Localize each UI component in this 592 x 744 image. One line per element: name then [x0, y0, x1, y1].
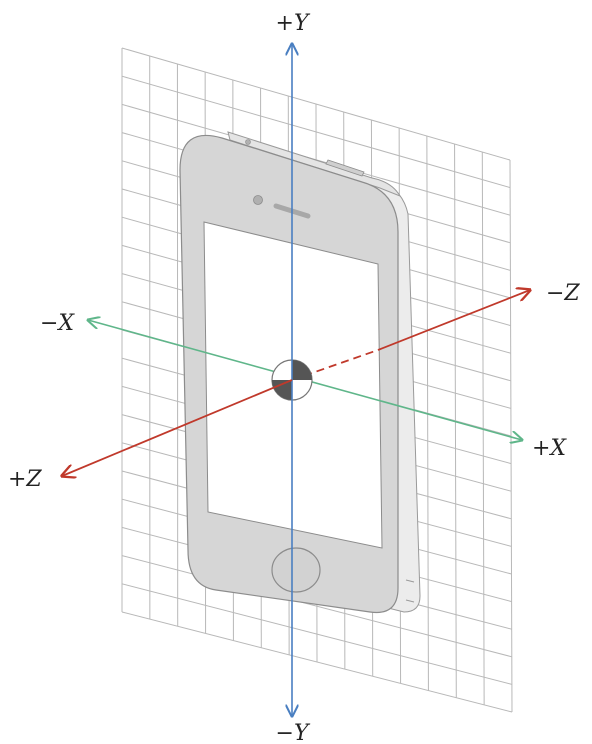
- grid-line-horizontal: [121, 583, 513, 685]
- grid-line-horizontal: [121, 75, 511, 189]
- front-camera: [253, 195, 263, 205]
- power-button: [325, 159, 365, 177]
- label-y-negative: −Y: [276, 721, 311, 744]
- side-detail-2: [405, 599, 415, 603]
- side-detail: [405, 579, 415, 583]
- home-button: [271, 547, 321, 593]
- grid-line-horizontal: [121, 555, 512, 658]
- grid-line-horizontal: [121, 47, 511, 161]
- label-y-positive: +Y: [276, 11, 311, 36]
- label-x-negative: −X: [40, 311, 75, 336]
- z-axis-positive: [62, 379, 293, 476]
- top-mic: [245, 139, 251, 145]
- label-z-negative: −Z: [546, 281, 580, 306]
- label-x-positive: +X: [532, 436, 567, 461]
- label-z-positive: +Z: [8, 467, 42, 492]
- grid-line-horizontal: [121, 611, 513, 713]
